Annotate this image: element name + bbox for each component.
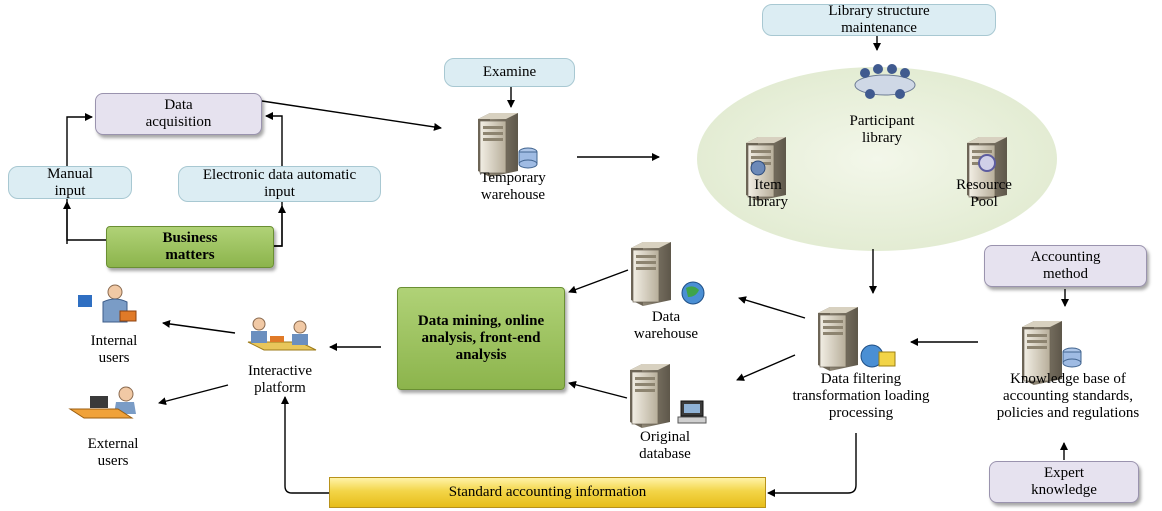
temporary-warehouse-database-icon	[518, 147, 538, 169]
internal-users-label: Internal users	[90, 333, 138, 366]
internal-users-icon	[78, 284, 137, 323]
data-warehouse-server-icon	[630, 241, 672, 307]
data-mining-box: Data mining, online analysis, front-end …	[397, 287, 565, 390]
accounting-method-box: Accounting method	[984, 245, 1147, 287]
external-users-label: External users	[87, 436, 139, 469]
participant-library-meeting-icon	[854, 64, 916, 99]
original-database-computer-icon	[677, 400, 707, 424]
library-ellipse	[697, 67, 1057, 251]
knowledge-base-label: Knowledge base of accounting standards, …	[996, 371, 1140, 421]
examine-box: Examine	[444, 58, 575, 87]
business-matters-box: Business matters	[106, 226, 274, 268]
electronic-input-box: Electronic data automatic input	[178, 166, 381, 202]
manual-input-box: Manual input	[8, 166, 132, 199]
external-users-icon	[68, 386, 136, 419]
knowledge-base-database-icon	[1062, 347, 1082, 368]
data-filtering-folder-icon	[878, 351, 896, 367]
item-library-user-icon	[750, 160, 766, 176]
interactive-platform-label: Interactive platform	[247, 363, 313, 396]
expert-knowledge-box: Expert knowledge	[989, 461, 1139, 503]
data-filtering-server-icon	[817, 306, 859, 372]
original-database-server-icon	[629, 363, 671, 429]
resource-pool-label: Resource Pool	[956, 177, 1012, 210]
original-database-label: Original database	[639, 429, 691, 462]
data-filtering-label: Data filtering transformation loading pr…	[792, 371, 930, 421]
library-structure-maintenance-box: Library structure maintenance	[762, 3, 996, 36]
temporary-warehouse-server-icon	[477, 112, 519, 178]
participant-library-label: Participant library	[849, 113, 915, 146]
data-acquisition-box: Data acquisition	[95, 93, 262, 135]
resource-pool-gear-icon	[978, 154, 996, 172]
data-warehouse-label: Data warehouse	[633, 309, 699, 342]
item-library-label: Item library	[748, 177, 788, 210]
interactive-platform-meeting-icon	[247, 317, 317, 351]
temporary-warehouse-label: Temporary warehouse	[480, 170, 546, 203]
connector-lines	[63, 31, 1069, 497]
standard-accounting-information-bar: Standard accounting information	[329, 477, 766, 508]
